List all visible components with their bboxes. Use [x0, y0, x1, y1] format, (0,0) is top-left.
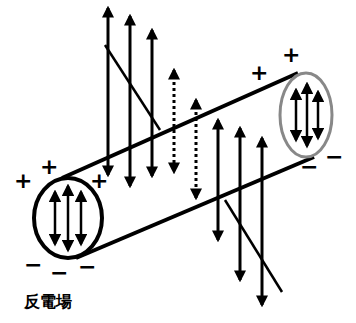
charge-sign: − — [300, 156, 318, 178]
charge-sign: − — [50, 262, 68, 284]
rod — [34, 73, 332, 258]
charge-sign: + — [40, 156, 58, 178]
charge-sign: + — [250, 62, 268, 84]
charge-sign: − — [78, 256, 96, 278]
charge-sign: + — [90, 170, 108, 192]
charge-sign: − — [325, 146, 343, 168]
wave-field-arrows — [105, 8, 282, 305]
charge-sign: − — [24, 254, 42, 276]
charge-sign: + — [14, 170, 32, 192]
internal-field-arrows — [55, 84, 318, 250]
charge-sign: + — [282, 44, 300, 66]
caption-label: 反電場 — [24, 294, 72, 310]
